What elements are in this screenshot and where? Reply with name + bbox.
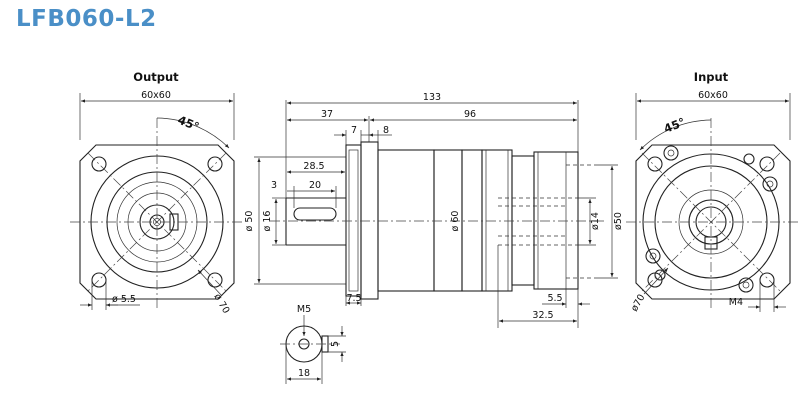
section-width-label: 18 (298, 368, 310, 379)
input-angle-label: 45° (662, 115, 687, 136)
input-bore-label: ø14 (590, 212, 601, 230)
overall-length-label: 133 (423, 92, 441, 103)
flange-b-label: 8 (383, 125, 389, 136)
output-pcd-label: ø 70 (211, 292, 231, 316)
body-dia-label: ø 60 (450, 211, 461, 232)
input-pcd-label: ø70 (629, 292, 647, 313)
pilot-dia-label: ø 50 (244, 211, 255, 232)
thread-label: M5 (297, 304, 311, 315)
shaft-offset-label: 3 (271, 180, 277, 191)
side-view: 133 37 96 7 8 28.5 3 20 ø 50 (244, 92, 624, 328)
key-width-label: 5 (330, 341, 341, 347)
input-depth-label: 5.5 (547, 293, 562, 304)
input-heading: Input (694, 70, 729, 84)
input-width-label: 60x60 (698, 90, 728, 101)
flange-thk-label: 7.5 (346, 293, 361, 304)
input-pilot-label: ø50 (613, 212, 624, 230)
flange-a-label: 7 (351, 125, 357, 136)
diagram-title: LFB060-L2 (16, 6, 157, 32)
output-view: Output 60x60 45° ø 5.5 (70, 70, 244, 316)
shaft-dia-label: ø 16 (262, 211, 273, 232)
shaft-section-view: M5 5 18 (280, 304, 346, 384)
output-angle-label: 45° (176, 113, 201, 134)
output-width-label: 60x60 (141, 90, 171, 101)
input-view: Input 60x60 45° ø70 (626, 70, 800, 314)
front-length-label: 37 (321, 109, 333, 120)
output-hole-label: ø 5.5 (112, 294, 136, 305)
key-length-label: 20 (309, 180, 321, 191)
input-thread-label: M4 (729, 297, 743, 308)
body-length-label: 96 (464, 109, 476, 120)
input-length-label: 32.5 (532, 310, 553, 321)
shaft-length-label: 28.5 (303, 161, 324, 172)
output-heading: Output (133, 70, 179, 84)
